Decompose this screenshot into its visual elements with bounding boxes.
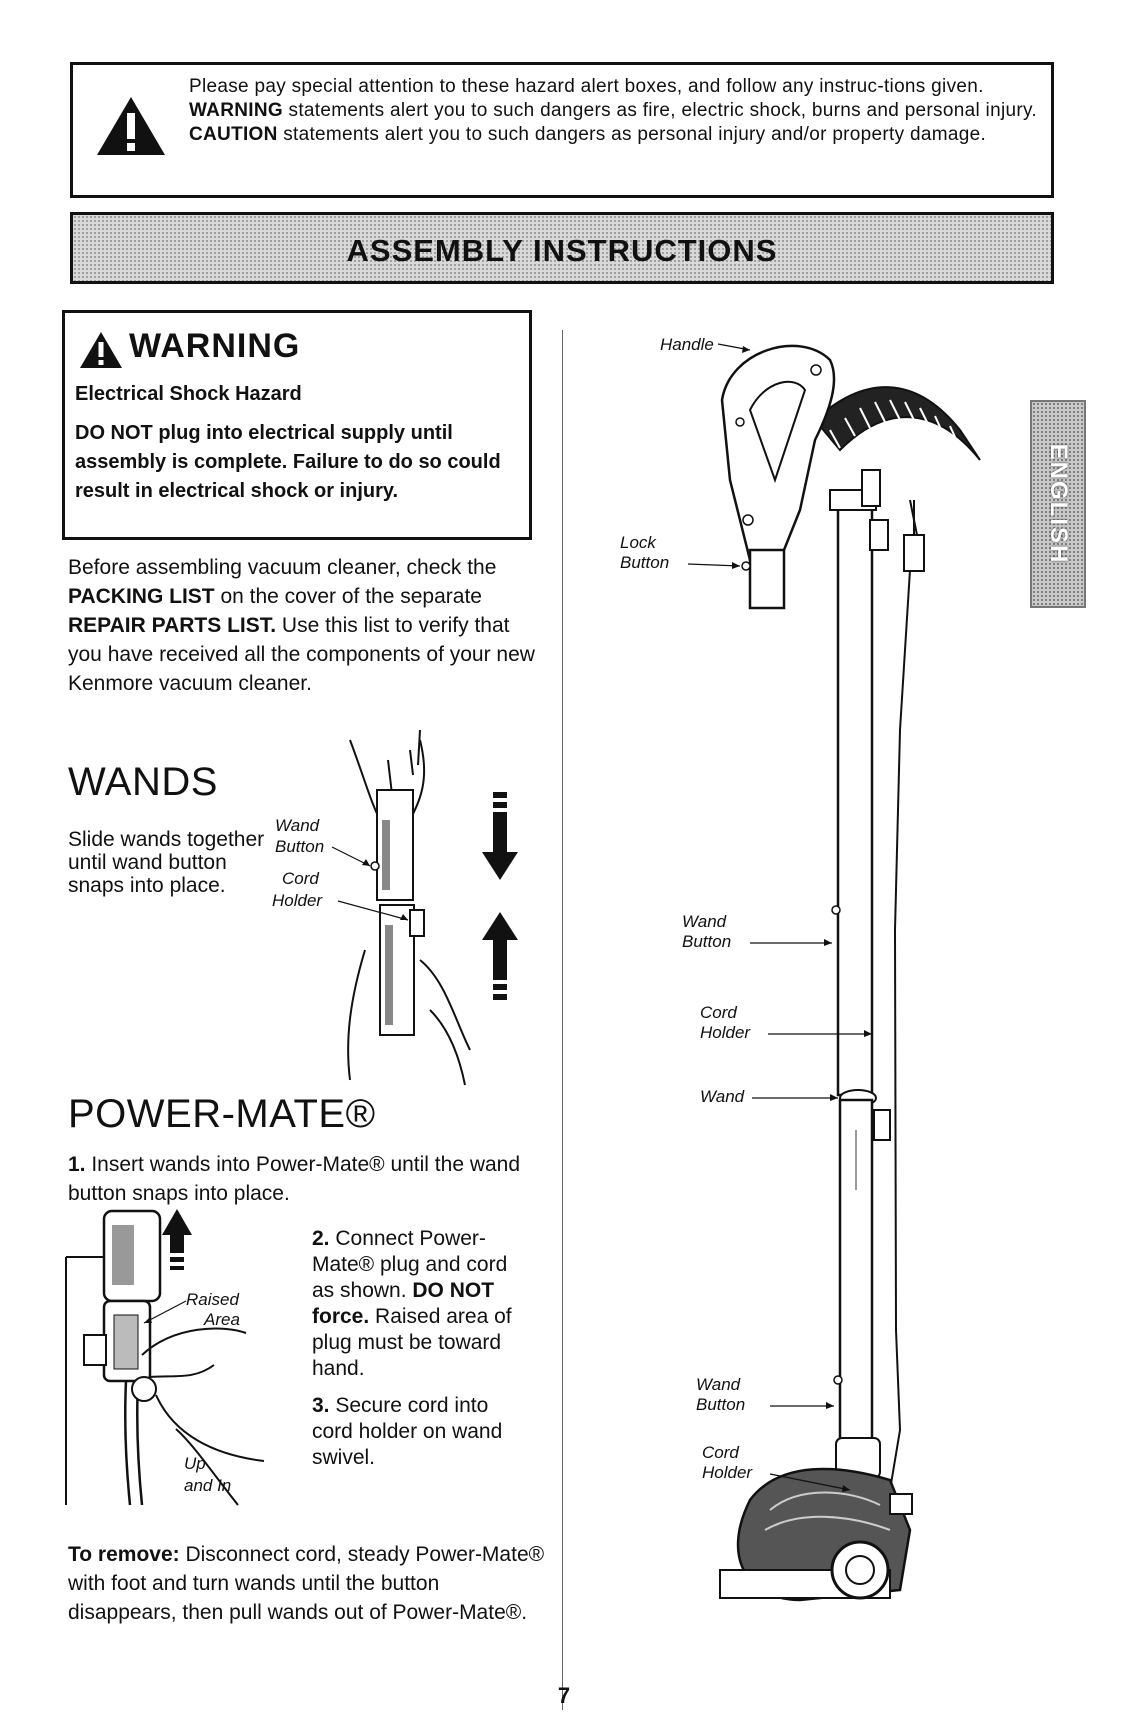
step-number: 2. — [312, 1227, 330, 1250]
upper-wand — [836, 503, 874, 1097]
warning-box: WARNING Electrical Shock Hazard DO NOT p… — [62, 310, 532, 540]
callout-wand-button: Button — [682, 932, 731, 951]
callout-lock: Lock — [620, 533, 657, 552]
assembly-banner: ASSEMBLY INSTRUCTIONS — [70, 212, 1054, 284]
step-text: Raised area of plug must be toward hand. — [312, 1305, 512, 1380]
callout-cord-holder: Holder — [700, 1023, 751, 1042]
powermate-step-1: 1. Insert wands into Power-Mate® until t… — [68, 1150, 528, 1208]
hose — [813, 386, 981, 461]
page-number: 7 — [557, 1683, 571, 1708]
warning-subheading: Electrical Shock Hazard — [75, 383, 302, 405]
arrow-down-icon — [482, 792, 518, 880]
warning-body: DO NOT plug into electrical supply until… — [75, 422, 501, 502]
step-number: 1. — [68, 1153, 86, 1176]
callout-lower-cord: Cord — [702, 1443, 739, 1462]
powermate-plug-illustration: Raised Area Up and In — [65, 1209, 265, 1506]
callout-raised: Raised — [186, 1290, 239, 1309]
wands-instruction-text: Slide wands together until wand button s… — [68, 828, 265, 897]
remove-text: Disconnect cord, steady Power-Mate® with… — [68, 1543, 545, 1624]
callout-handle: Handle — [660, 335, 714, 354]
hazard-text-part: statements alert you to such dangers as … — [282, 100, 1037, 121]
packing-list-keyword: PACKING LIST — [68, 585, 215, 608]
callout-wand: Wand — [275, 816, 320, 835]
repair-parts-list-keyword: REPAIR PARTS LIST. — [68, 614, 277, 637]
callout-wand: Wand — [682, 912, 727, 931]
intro-paragraph: Before assembling vacuum cleaner, check … — [68, 553, 538, 698]
powermate-step-3: 3. Secure cord into cord holder on wand … — [312, 1393, 532, 1471]
lock-button-dot — [741, 561, 751, 571]
wand-shading — [385, 925, 393, 1025]
column-divider — [562, 330, 563, 1710]
powermate-section-title: POWER-MATE® — [68, 1092, 376, 1136]
intro-text-part: Before assembling vacuum cleaner, check … — [68, 556, 497, 579]
powermate-step-2: 2. Connect Power-Mate® plug and cord as … — [312, 1226, 532, 1382]
step-emphasis: DO NOT force. — [312, 1279, 495, 1328]
step-text: Insert wands into Power-Mate® until the … — [68, 1153, 521, 1205]
wand-button-dot — [370, 861, 380, 871]
banner-title: ASSEMBLY INSTRUCTIONS — [346, 233, 778, 268]
step-text: Secure cord into cord holder on wand swi… — [312, 1394, 503, 1469]
wand-shading — [382, 820, 390, 890]
callout-lower-wand-label: Wand — [696, 1375, 741, 1394]
callout-lock-button: Button — [620, 553, 669, 572]
caution-keyword: CAUTION — [189, 124, 278, 145]
callout-up: Up — [184, 1454, 206, 1473]
callout-cord: Cord — [700, 1003, 737, 1022]
wands-illustration: Wand Button Cord Holder — [272, 729, 518, 1086]
arrow-up-icon — [482, 912, 518, 1000]
callout-cord: Cord — [282, 869, 319, 888]
wand-button-dot — [831, 905, 841, 915]
callout-lower-cord-holder: Holder — [702, 1463, 753, 1482]
warning-triangle-icon — [97, 97, 165, 155]
callout-area: Area — [203, 1310, 240, 1329]
english-language-tab: ENGLISH — [1030, 400, 1086, 608]
warning-triangle-icon — [80, 332, 122, 368]
callout-lower-wand-button: Button — [696, 1395, 745, 1414]
remove-instructions: To remove: Disconnect cord, steady Power… — [68, 1540, 546, 1627]
callout-lower-wand: Wand — [700, 1087, 745, 1106]
wands-section-title: WANDS — [68, 760, 218, 804]
warning-heading: WARNING — [129, 327, 301, 365]
hazard-notice-box: Please pay special attention to these ha… — [70, 62, 1054, 198]
cord-holder-clip — [873, 1109, 891, 1141]
cord-holder-clip — [409, 909, 425, 937]
callout-and-in: and In — [184, 1476, 231, 1495]
hazard-notice-text: Please pay special attention to these ha… — [189, 75, 1045, 147]
step-text: Connect Power-Mate® plug and cord as sho… — [312, 1227, 508, 1302]
hazard-text-part: Please pay special attention to these ha… — [189, 76, 984, 97]
intro-text-part: Use this list to verify that you have re… — [68, 614, 535, 695]
remove-label: To remove: — [68, 1543, 180, 1566]
arrow-up-icon — [162, 1209, 192, 1270]
callout-button: Button — [275, 837, 324, 856]
cord-plug — [903, 534, 925, 572]
callout-holder: Holder — [272, 891, 323, 910]
wand-button-dot — [833, 1375, 843, 1385]
warning-keyword: WARNING — [189, 100, 283, 121]
vacuum-assembly-diagram: Handle Lock Button Wand Button Cord Hold… — [620, 335, 981, 1602]
intro-text-part: on the cover of the separate — [214, 585, 482, 608]
step-number: 3. — [312, 1394, 330, 1417]
english-tab-label: ENGLISH — [1045, 443, 1072, 565]
hazard-text-part: statements alert you to such dangers as … — [277, 124, 987, 145]
